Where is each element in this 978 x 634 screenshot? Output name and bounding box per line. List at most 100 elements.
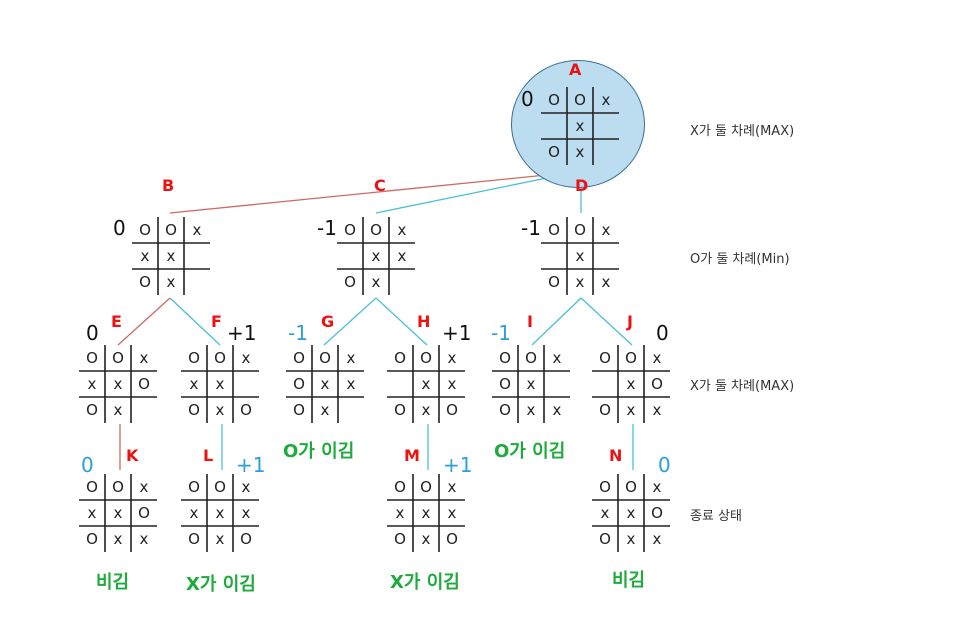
result-m: X가 이김 — [390, 572, 460, 593]
board-cell: O — [86, 349, 98, 367]
result-i: O가 이김 — [494, 441, 566, 462]
board-grid-g — [286, 345, 364, 423]
node-score-k: 0 — [81, 453, 94, 477]
board-cell — [541, 113, 567, 139]
board-cell: O — [112, 349, 124, 367]
board-cell — [184, 243, 210, 269]
board-cell: x — [166, 273, 176, 291]
board-cell: O — [86, 530, 98, 548]
board-grid-h — [387, 345, 465, 423]
board-cell: O — [599, 530, 611, 548]
board-cell — [593, 139, 619, 165]
board-cell: O — [394, 401, 406, 419]
board-cell: x — [421, 504, 431, 522]
board-cell: x — [626, 401, 636, 419]
board-cell: x — [139, 530, 149, 548]
board-cell: x — [447, 349, 457, 367]
board-cell — [389, 269, 415, 295]
board-cell: x — [652, 349, 662, 367]
board-grid-c — [337, 217, 415, 295]
board-cell: O — [548, 273, 560, 291]
node-label-m: M — [404, 446, 420, 465]
board-cell: O — [651, 504, 663, 522]
board-cell — [233, 371, 259, 397]
board-cell: O — [625, 349, 637, 367]
board-cell: O — [548, 91, 560, 109]
node-score-g: -1 — [288, 321, 308, 345]
board-cell: x — [192, 221, 202, 239]
board-cell: O — [112, 478, 124, 496]
board-cell: x — [552, 401, 562, 419]
board-cell: O — [420, 349, 432, 367]
board-cell: O — [344, 273, 356, 291]
edge-b-e — [117, 297, 171, 346]
board-cell: O — [499, 375, 511, 393]
board-cell: x — [526, 375, 536, 393]
edge-d-j — [580, 297, 633, 346]
board-cell — [544, 371, 570, 397]
board-cell: O — [139, 273, 151, 291]
board-grid-i — [492, 345, 570, 423]
board-cell — [387, 371, 413, 397]
edge-d-i — [531, 297, 582, 346]
node-score-d: -1 — [521, 216, 541, 240]
board-cell: O — [370, 221, 382, 239]
board-cell: O — [420, 478, 432, 496]
board-cell: x — [575, 117, 585, 135]
board-cell: x — [215, 504, 225, 522]
board-grid-k — [79, 474, 157, 552]
board-cell: O — [574, 91, 586, 109]
node-score-a: 0 — [521, 87, 534, 111]
board-cell: x — [421, 530, 431, 548]
board-cell: x — [626, 504, 636, 522]
node-score-h: +1 — [442, 321, 472, 345]
result-g: O가 이김 — [283, 441, 355, 462]
board-cell: x — [575, 247, 585, 265]
board-cell: O — [188, 401, 200, 419]
board-cell: O — [240, 530, 252, 548]
board-cell: x — [139, 478, 149, 496]
board-cell — [337, 243, 363, 269]
node-label-h: H — [417, 312, 431, 331]
result-k: 비김 — [96, 572, 130, 593]
board-cell: O — [138, 375, 150, 393]
board-cell: x — [140, 247, 150, 265]
node-label-i: I — [527, 312, 533, 331]
board-cell: x — [447, 375, 457, 393]
node-label-b: B — [162, 176, 175, 195]
board-cell: x — [113, 530, 123, 548]
board-cell: x — [447, 478, 457, 496]
node-label-f: F — [211, 312, 222, 331]
result-n: 비김 — [612, 570, 646, 591]
node-score-i: -1 — [491, 321, 511, 345]
board-cell: x — [601, 91, 611, 109]
result-l: X가 이김 — [186, 574, 256, 595]
node-label-a: A — [569, 60, 582, 79]
board-cell: O — [599, 349, 611, 367]
node-score-f: +1 — [227, 321, 257, 345]
node-label-c: C — [374, 176, 386, 195]
board-cell: x — [113, 401, 123, 419]
board-cell: O — [548, 143, 560, 161]
board-grid-a — [541, 87, 619, 165]
board-cell: O — [599, 401, 611, 419]
board-cell: x — [139, 349, 149, 367]
node-label-e: E — [111, 312, 122, 331]
board-cell: x — [113, 375, 123, 393]
board-cell: O — [394, 478, 406, 496]
board-cell: x — [87, 504, 97, 522]
board-cell: x — [526, 401, 536, 419]
board-cell: x — [241, 478, 251, 496]
board-cell: O — [293, 401, 305, 419]
board-cell: x — [320, 401, 330, 419]
